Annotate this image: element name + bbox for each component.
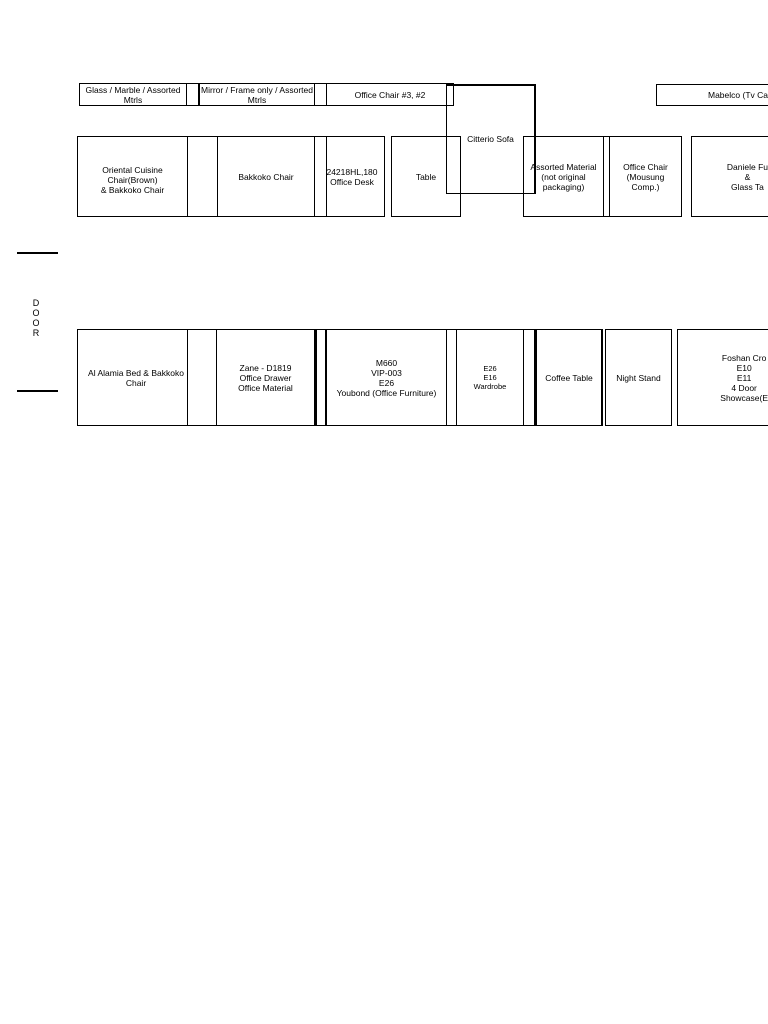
zone-gap-9 <box>524 329 535 426</box>
zone-gap-8 <box>447 329 457 426</box>
zone-gap-2 <box>315 83 327 106</box>
zone-mabelco: Mabelco (Tv Ca <box>656 84 768 106</box>
zone-office-chair-mousung: Office Chair (Mousung Comp.) <box>610 136 682 217</box>
zone-mirror-frame: Mirror / Frame only / Assorted Mtrls <box>199 83 315 106</box>
zone-table: Table <box>391 136 461 217</box>
door-line-top <box>17 252 58 254</box>
zone-gap-3 <box>188 136 218 217</box>
zone-night-stand: Night Stand <box>605 329 672 426</box>
zone-gap-6 <box>188 329 217 426</box>
door-line-bottom <box>17 390 58 392</box>
zone-al-alamia: Al Alamia Bed & Bakkoko Chair <box>77 329 188 426</box>
zone-assorted-material: Assorted Material (not original packagin… <box>523 136 604 217</box>
zone-e26-wardrobe: E26 E16 Wardrobe <box>457 329 524 426</box>
zone-gap-7 <box>315 329 327 426</box>
zone-foshan: Foshan Cro E10 E11 4 Door Showcase(E <box>677 329 768 426</box>
zone-daniele: Daniele Fu & Glass Ta <box>691 136 768 217</box>
zone-zane: Zane - D1819 Office Drawer Office Materi… <box>217 329 315 426</box>
door-label: D O O R <box>32 298 40 338</box>
zone-citterio-sofa: Citterio Sofa <box>446 84 536 194</box>
zone-bakkoko-chair: Bakkoko Chair <box>218 136 315 217</box>
zone-m660: M660 VIP-003 E26 Youbond (Office Furnitu… <box>327 329 447 426</box>
zone-gap-1 <box>187 83 199 106</box>
zone-glass-marble: Glass / Marble / Assorted Mtrls <box>79 83 187 106</box>
zone-office-chair-3-2: Office Chair #3, #2 <box>327 83 454 106</box>
zone-oriental-cuisine: Oriental Cuisine Chair(Brown) & Bakkoko … <box>77 136 188 217</box>
zone-office-desk: 24218HL,180 Office Desk <box>320 136 385 217</box>
zone-gap-5 <box>603 136 610 217</box>
zone-coffee-table: Coffee Table <box>535 329 603 426</box>
